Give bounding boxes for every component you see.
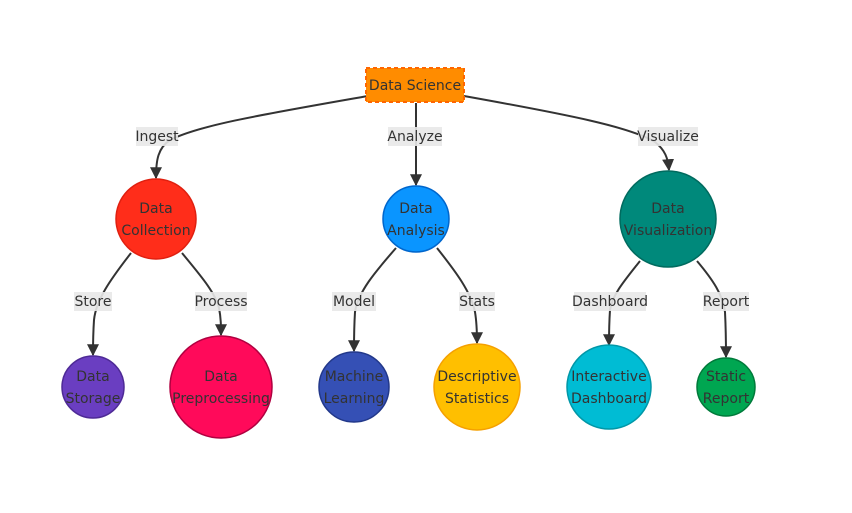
node-descriptive-statistics-line-2: Statistics — [445, 391, 509, 407]
edge-ingest — [150, 95, 369, 180]
edge-label-report: Report — [703, 292, 750, 311]
node-static-report[interactable]: Static Report — [696, 357, 756, 417]
edge-label-ingest: Ingest — [135, 127, 179, 146]
edge-label-report-text: Report — [703, 294, 750, 310]
node-data-visualization-line-2: Visualization — [624, 223, 712, 239]
node-machine-learning-line-2: Learning — [324, 391, 385, 407]
edge-labels: Ingest Analyze Visualize Store Process M… — [74, 127, 750, 311]
node-data-storage-line-1: Data — [76, 369, 109, 385]
node-interactive-dashboard-line-1: Interactive — [571, 369, 646, 385]
edge-label-model-text: Model — [333, 294, 375, 310]
edge-label-store: Store — [74, 292, 112, 311]
node-data-storage[interactable]: Data Storage — [61, 355, 125, 419]
edge-label-visualize: Visualize — [637, 127, 699, 146]
nodes: Data Science Data Collection Data Analys… — [61, 67, 756, 439]
edge-label-visualize-text: Visualize — [637, 129, 699, 145]
node-data-science[interactable]: Data Science — [365, 67, 465, 103]
node-data-preprocessing[interactable]: Data Preprocessing — [169, 335, 273, 439]
edge-label-stats: Stats — [459, 292, 495, 311]
edge-label-analyze-text: Analyze — [387, 129, 442, 145]
node-descriptive-statistics[interactable]: Descriptive Statistics — [433, 343, 521, 431]
node-data-analysis-line-1: Data — [399, 201, 432, 217]
edge-label-process-text: Process — [194, 294, 247, 310]
edge-report — [696, 260, 732, 359]
edge-stats — [436, 247, 483, 345]
node-descriptive-statistics-line-1: Descriptive — [437, 369, 516, 385]
edge-label-ingest-text: Ingest — [135, 129, 179, 145]
node-data-science-label: Data Science — [369, 78, 461, 94]
edge-label-analyze: Analyze — [387, 127, 443, 146]
edge-label-stats-text: Stats — [459, 294, 495, 310]
node-static-report-line-2: Report — [703, 391, 750, 407]
edge-model — [348, 247, 397, 353]
node-data-collection[interactable]: Data Collection — [115, 178, 197, 260]
node-data-collection-line-1: Data — [139, 201, 172, 217]
node-data-visualization[interactable]: Data Visualization — [619, 170, 717, 268]
edge-label-process: Process — [194, 292, 248, 311]
node-data-preprocessing-line-1: Data — [204, 369, 237, 385]
node-machine-learning[interactable]: Machine Learning — [318, 351, 390, 423]
node-data-collection-line-2: Collection — [121, 223, 190, 239]
node-interactive-dashboard-line-2: Dashboard — [571, 391, 647, 407]
node-interactive-dashboard[interactable]: Interactive Dashboard — [566, 344, 652, 430]
node-data-analysis-line-2: Analysis — [387, 223, 445, 239]
edge-label-model: Model — [332, 292, 376, 311]
edge-store — [87, 252, 132, 357]
edge-label-store-text: Store — [74, 294, 111, 310]
node-static-report-line-1: Static — [706, 369, 746, 385]
edge-label-dashboard: Dashboard — [572, 292, 648, 311]
node-data-analysis[interactable]: Data Analysis — [382, 185, 450, 253]
node-data-storage-line-2: Storage — [66, 391, 121, 407]
node-data-preprocessing-line-2: Preprocessing — [172, 391, 270, 407]
node-machine-learning-line-1: Machine — [325, 369, 384, 385]
edge-label-dashboard-text: Dashboard — [572, 294, 648, 310]
node-data-visualization-line-1: Data — [651, 201, 684, 217]
